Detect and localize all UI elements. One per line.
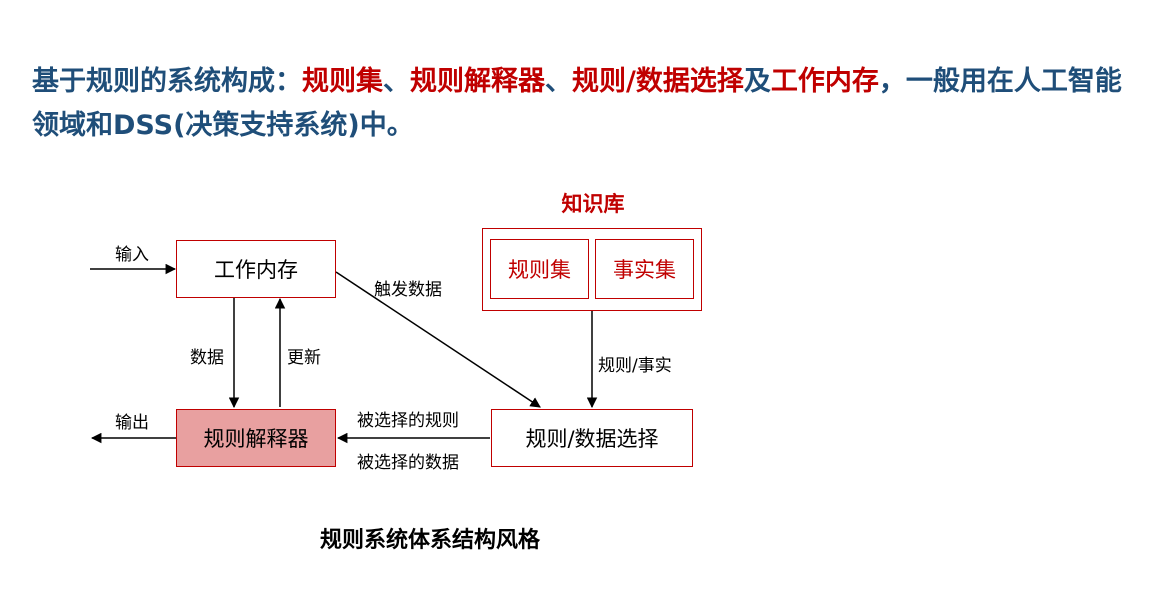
label-data: 数据: [190, 348, 224, 368]
label-rules-facts: 规则/事实: [598, 356, 672, 376]
label-output: 输出: [115, 413, 149, 433]
label-input: 输入: [115, 245, 149, 265]
label-trigger-data: 触发数据: [374, 280, 442, 300]
working-memory-box: 工作内存: [176, 240, 336, 298]
label-selected-rules: 被选择的规则: [357, 411, 459, 431]
diagram-caption: 规则系统体系结构风格: [319, 528, 540, 553]
intro-text: 基于规则的系统构成：规则集、规则解释器、规则/数据选择及工作内存，一般用在人工智…: [32, 66, 1122, 141]
rule-data-selector-box: 规则/数据选择: [491, 409, 693, 467]
rule-set-box: 规则集: [490, 239, 589, 299]
label-update: 更新: [287, 348, 321, 368]
rule-interpreter-box: 规则解释器: [176, 409, 336, 467]
arrow-trigger-data: [335, 271, 541, 408]
knowledge-base-box: [482, 228, 702, 311]
label-selected-data: 被选择的数据: [357, 453, 459, 473]
fact-set-box: 事实集: [595, 239, 694, 299]
knowledge-base-title: 知识库: [561, 192, 625, 216]
